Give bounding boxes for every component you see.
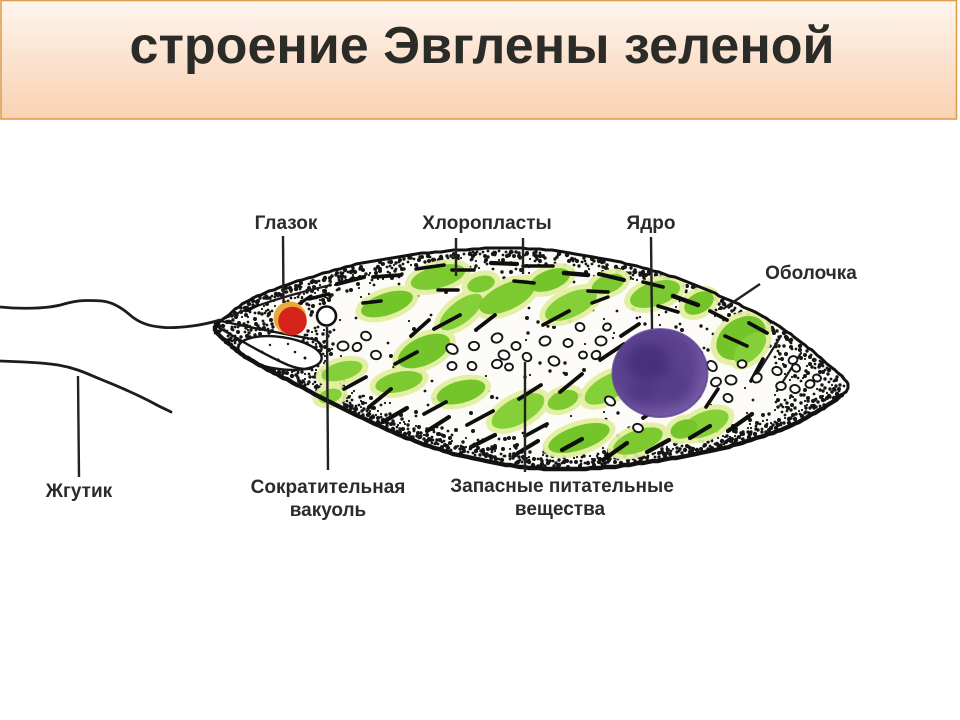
svg-text:Ядро: Ядро: [627, 213, 676, 234]
svg-text:Оболочка: Оболочка: [765, 263, 857, 284]
svg-text:Хлоропласты: Хлоропласты: [422, 213, 552, 234]
svg-text:Сократительная: Сократительная: [251, 477, 406, 498]
svg-text:вещества: вещества: [515, 499, 606, 520]
svg-text:Жгутик: Жгутик: [45, 481, 113, 502]
svg-text:вакуоль: вакуоль: [290, 500, 366, 521]
svg-text:строение Эвглены зеленой: строение Эвглены зеленой: [130, 17, 835, 75]
svg-text:Глазок: Глазок: [255, 213, 318, 234]
svg-text:Запасные питательные: Запасные питательные: [450, 476, 674, 497]
